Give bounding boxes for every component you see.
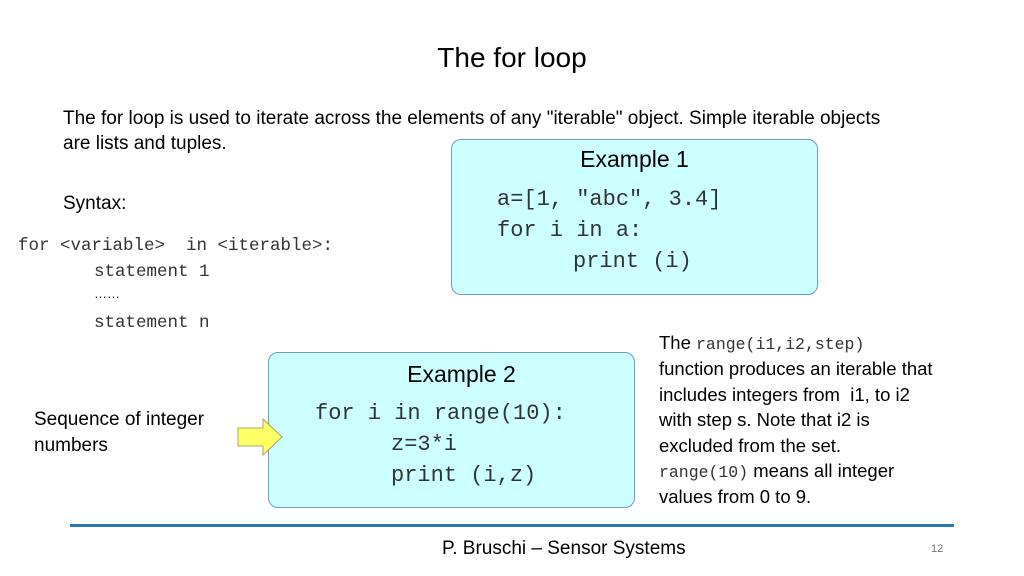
range-note-1-code: range(i1,i2,step) (696, 335, 865, 354)
footer-author: P. Bruschi – Sensor Systems (442, 538, 686, 559)
intro-line-1: The for loop is used to iterate across t… (63, 108, 881, 129)
example-2-code-1: for i in range(10): (315, 401, 566, 426)
callout-line-1: Sequence of integer (34, 409, 205, 430)
example-1-code-2: for i in a: (497, 218, 643, 243)
syntax-line-1: for <variable> in <iterable>: (18, 236, 334, 256)
example-1-title: Example 1 (580, 146, 689, 172)
callout-line-2: numbers (34, 435, 108, 456)
example-2-code-3: print (i,z) (391, 463, 537, 488)
range-note-7: values from 0 to 9. (659, 486, 812, 507)
range-note-1-text: The (659, 332, 697, 353)
page-number: 12 (931, 543, 944, 555)
range-note-6: range(10) means all integer (659, 458, 894, 486)
syntax-label: Syntax: (63, 193, 127, 214)
example-1-code-1: a=[1, "abc", 3.4] (497, 187, 722, 212)
arrow-right-icon (237, 418, 283, 456)
syntax-line-2: statement 1 (94, 262, 210, 282)
example-2-code-2: z=3*i (391, 432, 458, 457)
syntax-line-4: statement n (94, 313, 210, 333)
range-note-2: function produces an iterable that (659, 358, 933, 379)
example-1-code-3: print (i) (573, 249, 692, 274)
range-note-3: includes integers from i1, to i2 (659, 384, 910, 405)
example-2-box: Example 2 for i in range(10): z=3*i prin… (268, 352, 635, 508)
footer-rule (70, 524, 954, 527)
intro-line-2: are lists and tuples. (63, 133, 227, 154)
example-1-box: Example 1 a=[1, "abc", 3.4] for i in a: … (451, 139, 818, 295)
range-note-5: excluded from the set. (659, 435, 842, 456)
example-2-title: Example 2 (407, 361, 516, 387)
syntax-line-3: …… (94, 286, 120, 301)
slide-title: The for loop (437, 42, 587, 73)
range-note-1: The range(i1,i2,step) (659, 330, 864, 358)
range-note-4: with step s. Note that i2 is (659, 409, 870, 430)
range-note-6-text: means all integer (748, 460, 895, 481)
range-note-6-code: range(10) (659, 463, 749, 482)
